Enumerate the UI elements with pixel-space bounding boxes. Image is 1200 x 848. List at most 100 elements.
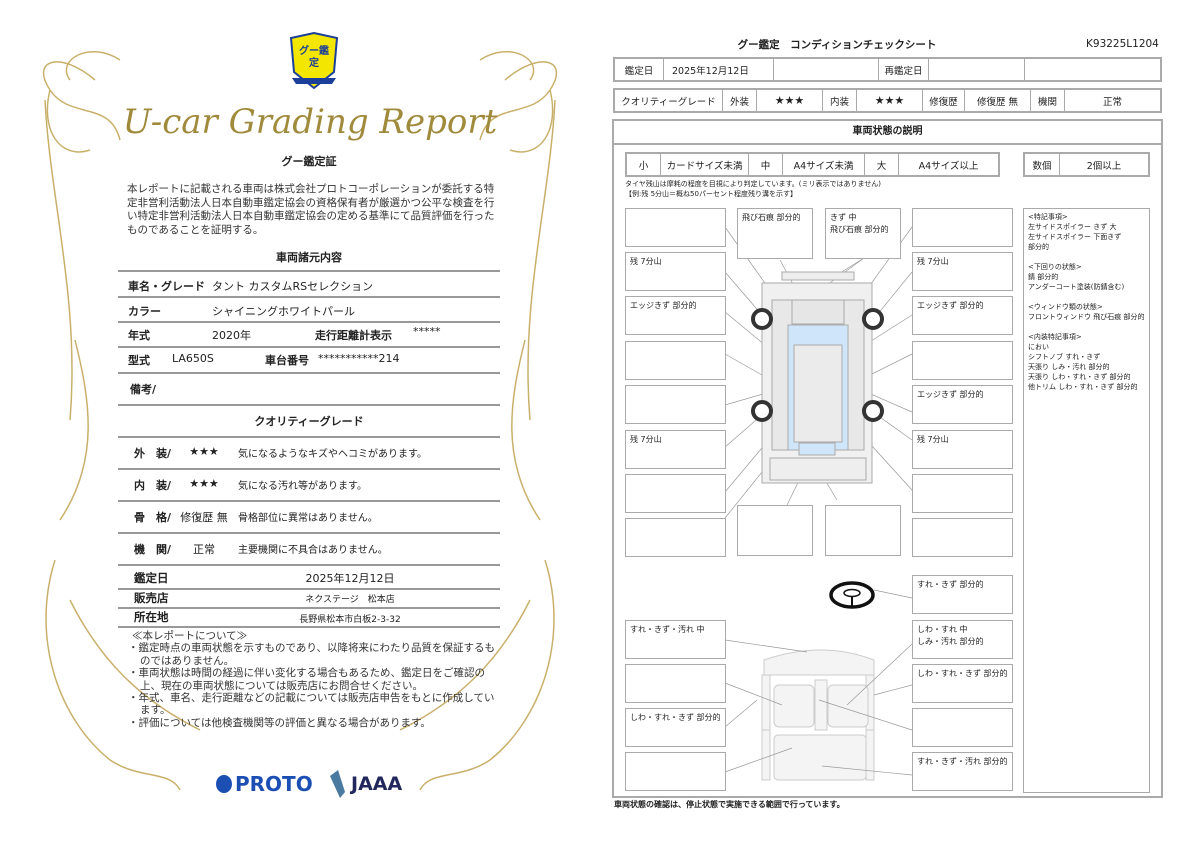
interior-note-box <box>625 752 726 791</box>
label-address: 所在地 <box>134 610 169 624</box>
report-script-title: U-car Grading Report <box>122 102 498 142</box>
quality-grade: ★★★ <box>189 477 219 490</box>
remark-line: 錆 部分的 <box>1028 273 1059 281</box>
divider <box>118 321 500 323</box>
divider <box>118 532 500 534</box>
label-odometer: 走行距離計表示 <box>315 329 392 342</box>
label-year: 年式 <box>128 329 150 342</box>
exterior-note-box: 飛び石痕 部分的 <box>737 208 813 259</box>
sheet-code: K93225L1204 <box>1086 38 1159 50</box>
value-name: タント カスタムRSセレクション <box>212 280 374 293</box>
size-legend: 小 カードサイズ未満 中 A4サイズ未満 大 A4サイズ以上 <box>625 152 1000 177</box>
jaaa-mark-icon <box>330 770 345 798</box>
interior-note-box: しわ・すれ・きず 部分的 <box>625 708 726 747</box>
count-legend: 数個 2個以上 <box>1023 152 1150 177</box>
cell: 中 <box>749 154 783 175</box>
exterior-note-box <box>625 474 726 513</box>
grade-row: クオリティーグレード 外装 ★★★ 内装 ★★★ 修復歴 修復歴 無 機関 正常 <box>613 88 1162 113</box>
cell: 数個 <box>1025 154 1060 175</box>
cell <box>929 59 1025 80</box>
note-item: ・鑑定時点の車両状態を示すものであり、以降将来にわたり品質を保証するものではあり… <box>128 642 495 667</box>
exterior-note-box <box>912 208 1013 247</box>
divider <box>118 296 500 298</box>
remark-line: 天張り しわ・すれ・きず 部分的 <box>1028 373 1131 381</box>
label-color: カラー <box>128 305 161 318</box>
tire-icons <box>751 308 884 422</box>
gu-kantei-badge: グー鑑定 <box>288 31 340 92</box>
spec-title: 車両諸元内容 <box>276 251 342 264</box>
interior-note-box <box>912 708 1013 747</box>
remark-line: フロントウィンドウ 飛び石痕 部分的 <box>1028 313 1145 321</box>
exterior-note-box: 残 7分山 <box>912 430 1013 469</box>
cell: カードサイズ未満 <box>661 154 749 175</box>
exterior-note-box <box>625 341 726 380</box>
interior-note-box: すれ・きず・汚れ 部分的 <box>912 752 1013 791</box>
cell: 大 <box>865 154 899 175</box>
divider <box>118 436 500 438</box>
certificate-heading: グー鑑定証 <box>281 155 337 168</box>
exterior-note-box <box>625 385 726 424</box>
quality-description: 主要機関に不具合はありません。 <box>238 545 388 556</box>
cell: 再鑑定日 <box>879 59 929 80</box>
date-row: 鑑定日 2025年12月12日 再鑑定日 <box>613 57 1162 82</box>
divider <box>118 468 500 470</box>
proto-logo: PROTO <box>216 772 313 796</box>
exterior-note-box <box>912 341 1013 380</box>
quality-label: 外 装/ <box>134 447 172 460</box>
exterior-note-box: エッジきず 部分的 <box>912 296 1013 335</box>
cell: A4サイズ以上 <box>918 160 979 172</box>
value-date: 2025年12月12日 <box>305 572 395 585</box>
cell: 鑑定日 <box>615 59 664 80</box>
exterior-note-box <box>625 208 726 247</box>
remark-line: におい <box>1028 343 1049 351</box>
cell <box>774 59 879 80</box>
value-year: 2020年 <box>212 329 251 342</box>
divider <box>118 626 500 628</box>
value-shop: ネクステージ 松本店 <box>305 595 395 605</box>
value-color: シャイニングホワイトパール <box>212 305 355 318</box>
remark-line: <特記事項> <box>1028 213 1068 221</box>
note-item: ・評価については他検査機関等の評価と異なる場合があります。 <box>128 716 431 729</box>
label-name: 車名・グレード <box>128 280 205 293</box>
value-chassis: ***********214 <box>318 352 400 365</box>
quality-description: 気になる汚れ等があります。 <box>238 481 367 492</box>
proto-logo-text: PROTO <box>235 772 313 796</box>
cell: ★★★ <box>757 90 823 111</box>
footer-note: 車両状態の確認は、停止状態で実施できる範囲で行っています。 <box>614 800 845 809</box>
remark-line <box>1028 322 1145 332</box>
exterior-note-box: 残 7分山 <box>625 430 726 469</box>
quality-label: 骨 格/ <box>134 511 172 524</box>
value-odometer: ***** <box>413 325 441 338</box>
remark-line: <内装特記事項> <box>1028 333 1082 341</box>
cell: クオリティーグレード <box>615 90 723 111</box>
divider <box>118 270 500 272</box>
interior-note-box: しわ・すれ 中 しみ・汚れ 部分的 <box>912 620 1013 659</box>
quality-grade: 修復歴 無 <box>180 511 228 524</box>
note-item: ・年式、車名、走行距離などの記載については販売店申告をもとに作成しています。 <box>128 692 495 717</box>
interior-note-box: しわ・すれ・きず 部分的 <box>912 664 1013 703</box>
note-item: ・車両状態は時間の経過に伴い変化する場合もあるため、鑑定日をご確認の上、現在の車… <box>128 667 485 692</box>
jaaa-logo-text: JAAA <box>351 773 403 795</box>
steering-wheel-icon <box>829 581 875 609</box>
exterior-note-box <box>825 505 901 556</box>
remark-line: 他トリム しわ・すれ・きず 部分的 <box>1028 383 1138 391</box>
remark-line <box>1028 292 1145 302</box>
exterior-note-box: 残 7分山 <box>625 252 726 291</box>
exterior-note-box <box>625 518 726 557</box>
remark-line: アンダーコート塗装(防錆含む) <box>1028 283 1125 291</box>
exterior-note-box: エッジきず 部分的 <box>625 296 726 335</box>
remark-line: 左サイドスポイラー きず 大 <box>1028 223 1117 231</box>
section-title: 車両状態の説明 <box>614 121 1161 145</box>
divider <box>118 588 500 590</box>
exterior-note-box <box>912 474 1013 513</box>
sheet-title: グー鑑定 コンディションチェックシート <box>737 39 937 51</box>
remark-line: シフトノブ すれ・きず <box>1028 353 1101 361</box>
exterior-note-box <box>912 518 1013 557</box>
report-notes: ≪本レポートについて≫ ・鑑定時点の車両状態を示すものであり、以降将来にわたり品… <box>128 630 498 729</box>
cell: 修復歴 無 <box>965 90 1031 111</box>
remark-line: 左サイドスポイラー 下面きず <box>1028 233 1122 241</box>
exterior-note-box: きず 中 飛び石痕 部分的 <box>825 208 901 259</box>
label-chassis: 車台番号 <box>265 354 309 367</box>
label-remarks: 備考/ <box>130 383 157 396</box>
car-top-view <box>761 271 873 484</box>
